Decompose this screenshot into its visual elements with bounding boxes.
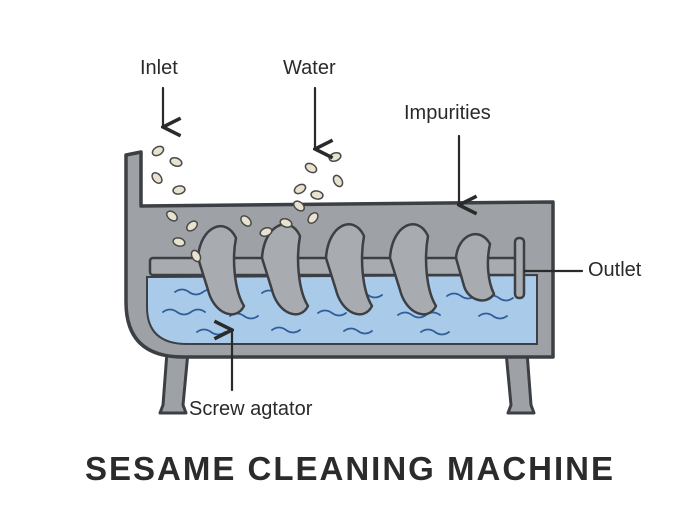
diagram-title: SESAME CLEANING MACHINE — [84, 450, 616, 487]
label-pointers — [163, 86, 584, 392]
left-leg — [158, 350, 190, 415]
screw-flights — [196, 223, 496, 316]
water-label: Water — [283, 57, 336, 79]
inlet-label: Inlet — [140, 57, 178, 79]
sesame-seeds — [151, 145, 344, 263]
water-area — [146, 273, 538, 345]
right-leg — [504, 350, 536, 415]
impurities-label: Impurities — [404, 102, 491, 124]
outlet-end-plate — [513, 236, 526, 300]
screw-agitator-label: Screw agtator — [189, 398, 313, 420]
outlet-label: Outlet — [588, 259, 642, 281]
